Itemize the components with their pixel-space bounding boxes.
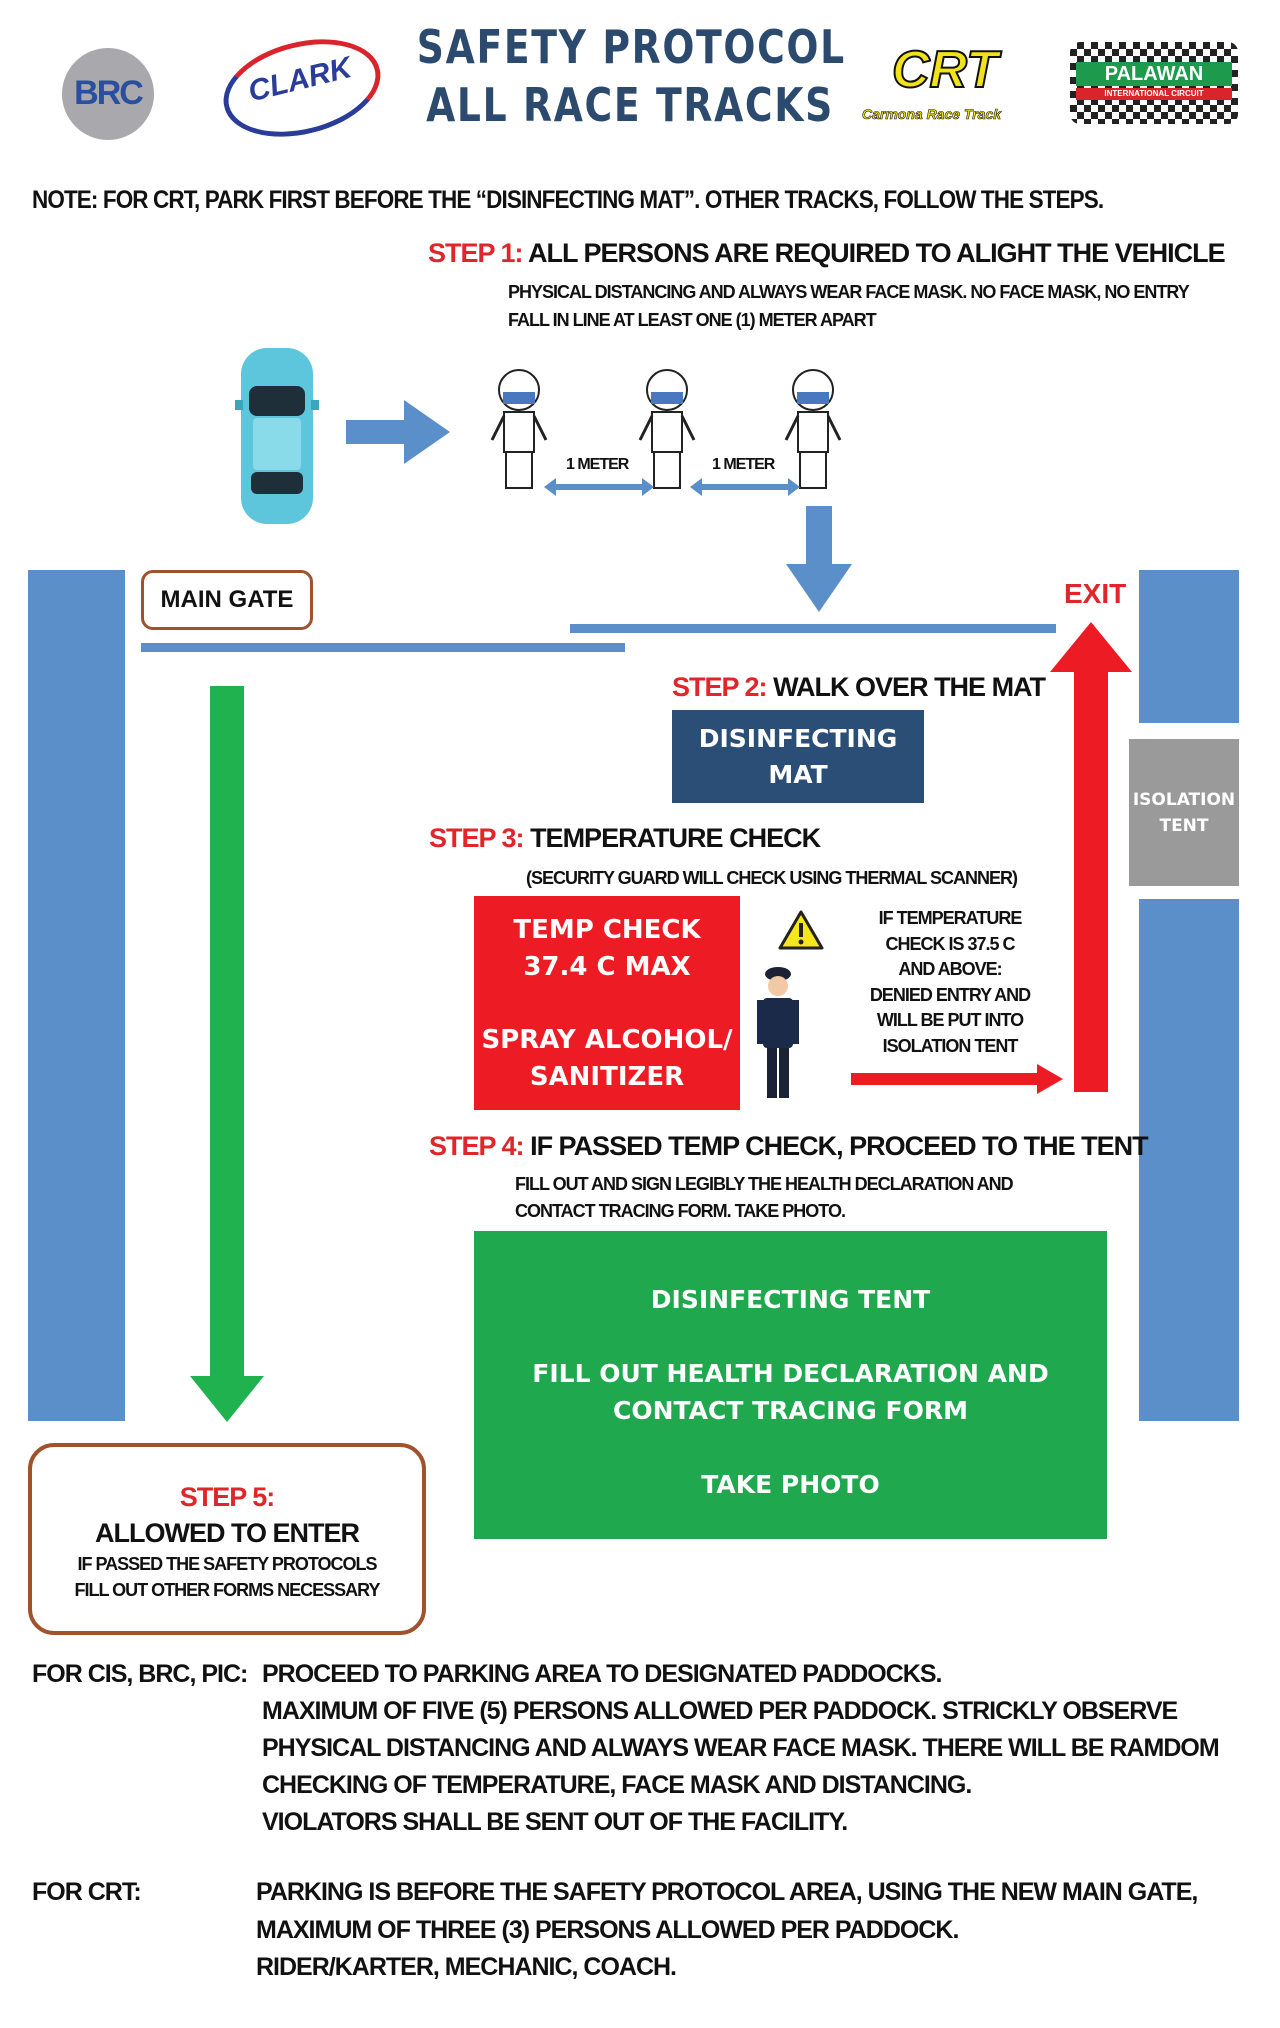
step2-label: STEP 2: [672, 672, 768, 702]
temp-box-line1: TEMP CHECK [513, 915, 701, 945]
security-guard-icon [757, 967, 799, 1098]
clark-logo: CLARK [213, 24, 391, 152]
step5-title: ALLOWED TO ENTER [95, 1518, 360, 1548]
brc-logo: BRC [62, 48, 154, 140]
page-title-line2: ALL RACE TRACKS [426, 78, 834, 132]
main-gate-label: MAIN GATE [141, 570, 313, 630]
distance-label-1: 1 METER [566, 456, 629, 473]
step5-line2: FILL OUT OTHER FORMS NECESSARY [74, 1580, 380, 1600]
crt-label: FOR CRT: [32, 1878, 142, 1906]
step3-subtitle: (SECURITY GUARD WILL CHECK USING THERMAL… [526, 868, 1018, 888]
clark-logo-text: CLARK [245, 51, 355, 109]
warning-line: DENIED ENTRY AND [869, 984, 1031, 1005]
crt-line: MAXIMUM OF THREE (3) PERSONS ALLOWED PER… [256, 1916, 959, 1944]
warning-icon [778, 910, 824, 950]
temp-box-line3: SPRAY ALCOHOL/ [481, 1025, 733, 1055]
palawan-logo-text: PALAWAN [1076, 62, 1232, 86]
step2-heading: STEP 2: WALK OVER THE MAT [672, 672, 1046, 703]
step4-label: STEP 4: [429, 1131, 525, 1161]
brc-logo-text: BRC [74, 74, 144, 112]
person-icon [784, 369, 842, 489]
exit-label: EXIT [1064, 578, 1127, 609]
warning-line: IF TEMPERATURE [878, 908, 1023, 928]
person-icon [490, 369, 548, 489]
cis-line: VIOLATORS SHALL BE SENT OUT OF THE FACIL… [262, 1808, 848, 1836]
crt-logo-text: CRT [891, 40, 999, 100]
disinfecting-tent: DISINFECTING TENT FILL OUT HEALTH DECLAR… [474, 1231, 1107, 1539]
crt-logo: CRT Carmona Race Track [862, 40, 1042, 128]
step2-title: WALK OVER THE MAT [773, 672, 1046, 702]
isolation-arrow-icon [851, 1064, 1063, 1094]
step1-heading: STEP 1: ALL PERSONS ARE REQUIRED TO ALIG… [428, 238, 1226, 269]
step1-line1: PHYSICAL DISTANCING AND ALWAYS WEAR FACE… [508, 282, 1190, 302]
double-arrow-icon [544, 478, 654, 496]
gate-line-left [141, 643, 625, 652]
page-title-line1: SAFETY PROTOCOL [416, 20, 846, 74]
step4-heading: STEP 4: IF PASSED TEMP CHECK, PROCEED TO… [429, 1131, 1149, 1162]
mat-line2: MAT [768, 759, 828, 789]
temp-box-line2: 37.4 C MAX [523, 952, 691, 982]
step1-line2: FALL IN LINE AT LEAST ONE (1) METER APAR… [508, 310, 877, 330]
tent-line3: CONTACT TRACING FORM [613, 1396, 968, 1425]
palawan-logo: PALAWAN INTERNATIONAL CIRCUIT [1070, 42, 1238, 124]
step3-heading: STEP 3: TEMPERATURE CHECK [429, 823, 821, 854]
car-icon [235, 348, 319, 524]
step4-line1: FILL OUT AND SIGN LEGIBLY THE HEALTH DEC… [515, 1174, 1014, 1194]
step5-box: STEP 5: ALLOWED TO ENTER IF PASSED THE S… [28, 1443, 426, 1635]
step3-title: TEMPERATURE CHECK [530, 823, 821, 853]
step4-title: IF PASSED TEMP CHECK, PROCEED TO THE TEN… [530, 1131, 1149, 1161]
crt-line: RIDER/KARTER, MECHANIC, COACH. [256, 1953, 677, 1981]
left-wall [28, 570, 125, 1421]
warning-line: WILL BE PUT INTO [876, 1010, 1024, 1030]
tent-line2: FILL OUT HEALTH DECLARATION AND [532, 1359, 1049, 1388]
isolation-tent-line2: TENT [1159, 815, 1209, 836]
step5-label: STEP 5: [179, 1482, 276, 1512]
gate-line-right [570, 624, 1056, 633]
double-arrow-icon [690, 478, 800, 496]
arrow-right-icon [346, 400, 450, 464]
right-wall-top [1139, 570, 1239, 723]
temp-check-box: TEMP CHECK 37.4 C MAX SPRAY ALCOHOL/ SAN… [474, 896, 740, 1110]
enter-arrow-down-icon [190, 686, 264, 1422]
disinfecting-mat: DISINFECTING MAT [672, 710, 924, 803]
temp-box-line4: SANITIZER [529, 1062, 685, 1092]
tent-line1: DISINFECTING TENT [650, 1285, 931, 1314]
crt-logo-subtext: Carmona Race Track [862, 106, 1002, 123]
warning-line: AND ABOVE: [898, 959, 1002, 979]
palawan-logo-subtext: INTERNATIONAL CIRCUIT [1076, 88, 1232, 100]
note-text: NOTE: FOR CRT, PARK FIRST BEFORE THE “DI… [32, 186, 1104, 214]
temperature-warning-text: IF TEMPERATURE CHECK IS 37.5 C AND ABOVE… [850, 906, 1050, 1059]
warning-line: CHECK IS 37.5 C [885, 933, 1015, 954]
arrow-down-icon [786, 506, 852, 612]
crt-line: PARKING IS BEFORE THE SAFETY PROTOCOL AR… [256, 1878, 1198, 1906]
step5-line1: IF PASSED THE SAFETY PROTOCOLS [77, 1554, 377, 1574]
exit-arrow-up-icon [1050, 622, 1132, 1092]
cis-line: PHYSICAL DISTANCING AND ALWAYS WEAR FACE… [262, 1734, 1220, 1762]
right-wall-bottom [1139, 899, 1239, 1421]
cis-line: PROCEED TO PARKING AREA TO DESIGNATED PA… [262, 1660, 942, 1688]
step3-label: STEP 3: [429, 823, 525, 853]
warning-line: ISOLATION TENT [882, 1035, 1019, 1056]
isolation-tent-line1: ISOLATION [1132, 789, 1236, 810]
cis-label: FOR CIS, BRC, PIC: [32, 1660, 248, 1688]
cis-line: CHECKING OF TEMPERATURE, FACE MASK AND D… [262, 1771, 972, 1799]
step1-label: STEP 1: [428, 238, 524, 268]
distance-label-2: 1 METER [712, 456, 775, 473]
isolation-tent: ISOLATION TENT [1129, 739, 1239, 886]
tent-line4: TAKE PHOTO [701, 1470, 880, 1499]
step4-line2: CONTACT TRACING FORM. TAKE PHOTO. [515, 1201, 846, 1221]
step1-title: ALL PERSONS ARE REQUIRED TO ALIGHT THE V… [528, 238, 1226, 268]
person-icon [638, 369, 696, 489]
cis-line: MAXIMUM OF FIVE (5) PERSONS ALLOWED PER … [262, 1697, 1178, 1725]
mat-line1: DISINFECTING [698, 723, 898, 753]
